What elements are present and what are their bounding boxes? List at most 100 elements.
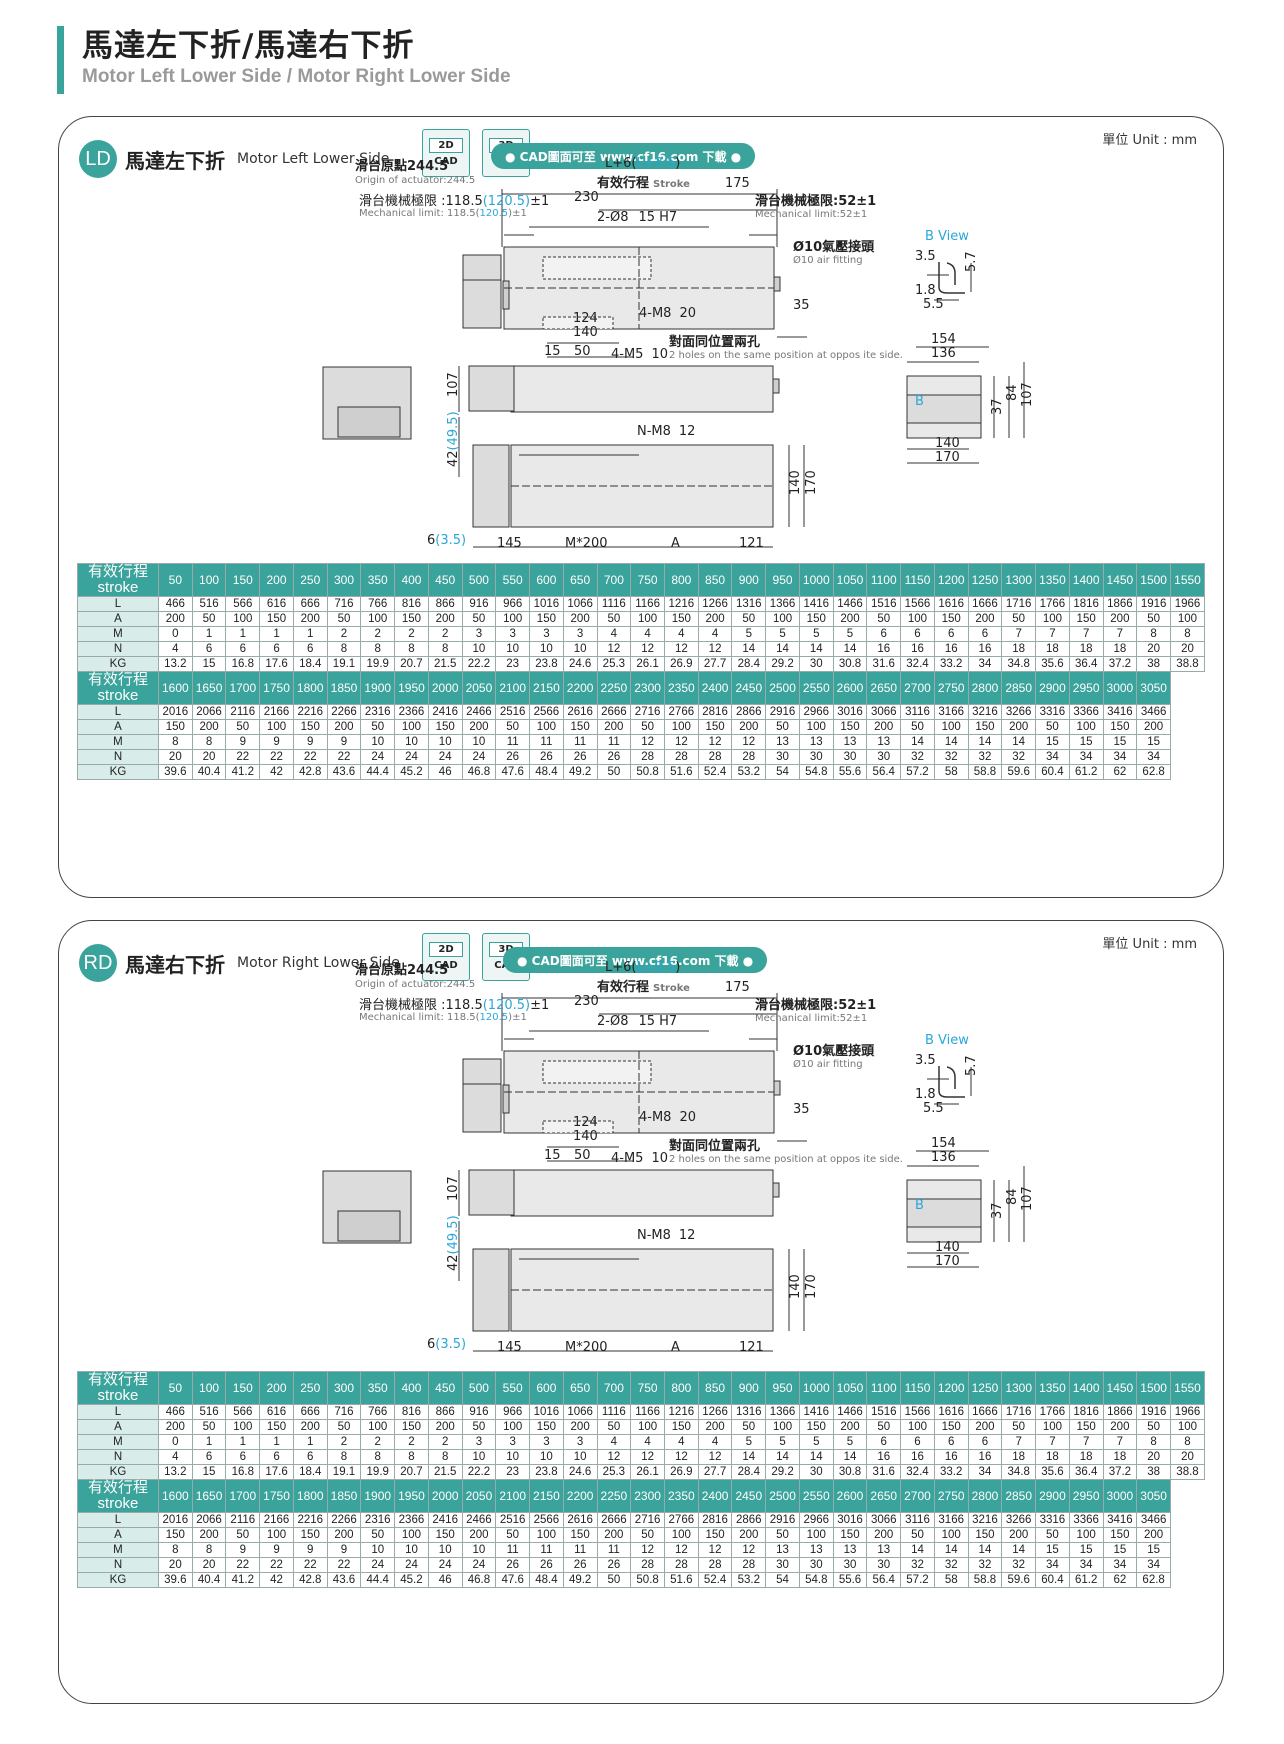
table-cell: 2466 bbox=[461, 1512, 497, 1528]
table-cell: 200 bbox=[832, 1419, 868, 1435]
table-cell: 3 bbox=[562, 626, 598, 642]
length-dim: L+6(L+3.5) bbox=[605, 960, 680, 975]
table-cell: 42.8 bbox=[292, 764, 328, 780]
table-cell: 48.4 bbox=[529, 764, 564, 780]
table-cell: 2 bbox=[427, 1434, 463, 1450]
cad-2d-button[interactable]: 2D CAD bbox=[422, 933, 470, 981]
cad-2d-button[interactable]: 2D CAD bbox=[422, 129, 470, 177]
dim-107-side: 107 bbox=[1020, 1186, 1035, 1211]
table-cell: 49.2 bbox=[562, 1572, 598, 1588]
table-cell: 200 bbox=[697, 611, 733, 627]
table-cell: 19.1 bbox=[326, 1464, 362, 1480]
table-cell: 1666 bbox=[967, 596, 1003, 612]
cad-3d-button[interactable]: 3D CAD bbox=[482, 933, 530, 981]
table-cell: 100 bbox=[259, 1527, 294, 1543]
table-cell: 15 bbox=[1102, 1542, 1138, 1558]
table-cell: 566 bbox=[225, 596, 261, 612]
stroke-value: 3050 bbox=[1136, 1479, 1171, 1513]
table-cell: 35.6 bbox=[1035, 656, 1070, 672]
drawing-labels: 滑台原點244.5 Origin of actuator:244.5 L+6(L… bbox=[355, 156, 1035, 551]
stroke-value: 2050 bbox=[461, 1479, 497, 1513]
table-cell: 12 bbox=[630, 1449, 665, 1465]
table-cell: 12 bbox=[596, 1449, 632, 1465]
table-cell: 2666 bbox=[596, 704, 632, 720]
b-marker: B bbox=[915, 1198, 924, 1213]
stroke-value: 650 bbox=[562, 563, 598, 597]
dim-15: 15 bbox=[544, 344, 561, 359]
table-cell: 2366 bbox=[394, 704, 429, 720]
table-cell: 466 bbox=[157, 596, 193, 612]
stroke-value: 450 bbox=[427, 563, 463, 597]
row-label: KG bbox=[77, 1572, 159, 1588]
table-cell: 2066 bbox=[191, 1512, 227, 1528]
table-cell: 1266 bbox=[697, 596, 733, 612]
cad-download-link[interactable]: ● CAD圖面可至 www.cf16.com 下載 ● bbox=[503, 947, 768, 973]
table-cell: 20 bbox=[1169, 1449, 1206, 1465]
table-cell: 28.4 bbox=[731, 656, 767, 672]
table-cell: 3016 bbox=[832, 1512, 868, 1528]
dim-1-8: 1.8 bbox=[915, 283, 936, 298]
table-cell: 8 bbox=[326, 1449, 362, 1465]
dim-136: 136 bbox=[931, 346, 956, 361]
table-cell: 50 bbox=[461, 1419, 497, 1435]
stroke-value: 1200 bbox=[933, 563, 969, 597]
table-cell: 4 bbox=[697, 626, 733, 642]
table-cell: 50 bbox=[461, 611, 497, 627]
table-cell: 150 bbox=[663, 611, 699, 627]
table-cell: 21.5 bbox=[427, 656, 463, 672]
row-label: A bbox=[77, 611, 159, 627]
table-cell: 26 bbox=[495, 749, 531, 765]
table-cell: 8 bbox=[326, 641, 362, 657]
row-label: N bbox=[77, 1557, 159, 1573]
dim-140-side: 140 bbox=[935, 436, 960, 451]
table-cell: 100 bbox=[394, 719, 429, 735]
stroke-value: 1850 bbox=[326, 671, 362, 705]
stroke-value: 3050 bbox=[1136, 671, 1171, 705]
stroke-value: 1950 bbox=[394, 1479, 429, 1513]
table-cell: 2466 bbox=[461, 704, 497, 720]
table-cell: 10 bbox=[461, 1449, 497, 1465]
table-cell: 1866 bbox=[1102, 596, 1138, 612]
section-header: LD 馬達左下折 Motor Left Lower Side bbox=[79, 139, 389, 179]
table-cell: 47.6 bbox=[495, 764, 531, 780]
table-cell: 14 bbox=[967, 734, 1003, 750]
table-cell: 100 bbox=[495, 611, 531, 627]
table-cell: 3216 bbox=[967, 704, 1003, 720]
table-cell: 14 bbox=[798, 1449, 834, 1465]
unit-label: 單位 Unit : mm bbox=[1102, 133, 1197, 148]
table-cell: 100 bbox=[798, 719, 834, 735]
table-cell: 30 bbox=[798, 1557, 834, 1573]
table-cell: 1416 bbox=[798, 1404, 834, 1420]
table-cell: 51.6 bbox=[663, 1572, 699, 1588]
stroke-value: 1700 bbox=[225, 1479, 261, 1513]
table-cell: 50 bbox=[765, 1527, 800, 1543]
cad-download-link[interactable]: ● CAD圖面可至 www.cf16.com 下載 ● bbox=[491, 143, 756, 169]
stroke-value: 2000 bbox=[427, 671, 463, 705]
table-cell: 56.4 bbox=[866, 1572, 902, 1588]
stroke-value: 800 bbox=[663, 563, 699, 597]
table-cell: 1066 bbox=[562, 1404, 598, 1420]
table-cell: 150 bbox=[832, 1527, 868, 1543]
stroke-value: 550 bbox=[495, 1371, 531, 1405]
table-cell: 8 bbox=[394, 641, 429, 657]
table-cell: 36.4 bbox=[1068, 656, 1104, 672]
table-cell: 26.1 bbox=[630, 656, 665, 672]
stroke-value: 1350 bbox=[1035, 563, 1070, 597]
table-cell: 3166 bbox=[933, 1512, 969, 1528]
opposite-holes-cn: 對面同位置兩孔 bbox=[669, 1138, 760, 1154]
stroke-value: 2850 bbox=[1001, 671, 1037, 705]
stroke-value: 2050 bbox=[461, 671, 497, 705]
table-cell: 100 bbox=[798, 1527, 834, 1543]
stroke-value: 1650 bbox=[191, 1479, 227, 1513]
dim-175: 175 bbox=[725, 980, 750, 995]
row-label: N bbox=[77, 1449, 159, 1465]
table-cell: 2916 bbox=[765, 704, 800, 720]
dim-140-side: 140 bbox=[935, 1240, 960, 1255]
dim-140-front: 140 bbox=[788, 470, 803, 495]
table-cell: 7 bbox=[1102, 1434, 1138, 1450]
